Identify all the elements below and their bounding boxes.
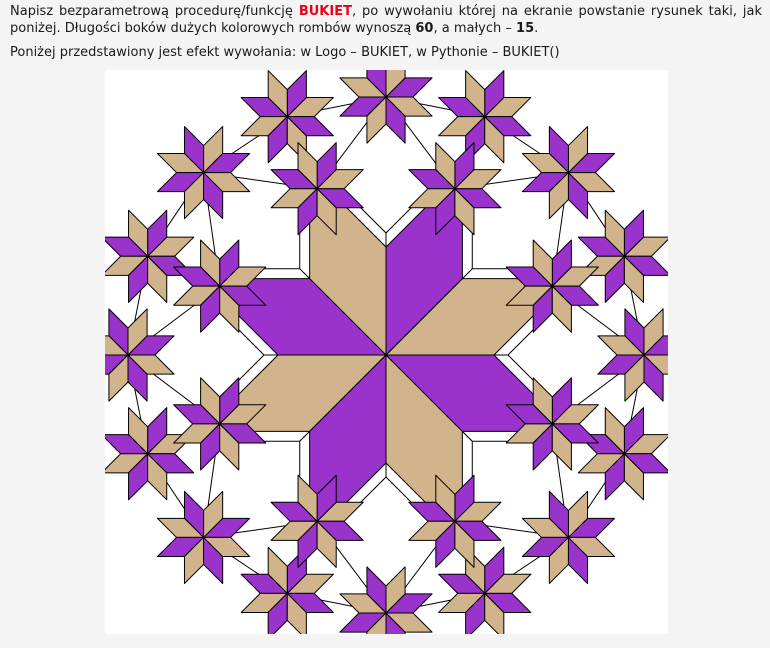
procedure-name: BUKIET [298,4,352,19]
bukiet-figure [105,70,668,634]
small-star-inner-1-rhombus-8 [316,188,364,209]
small-star-outer-12 [577,407,668,501]
small-star-inner-3 [173,377,267,471]
small-star-outer-8 [240,546,334,634]
small-stars [105,70,668,634]
small-star-outer-10 [438,546,532,634]
small-star-outer-3-rhombus-8 [203,172,251,193]
small-star-inner-6 [505,377,599,471]
small-star-outer-9 [339,566,433,634]
small-star-outer-1-rhombus-8 [385,96,433,117]
big-side-value: 60 [415,21,434,36]
small-star-inner-2-rhombus-8 [219,285,267,306]
small-star-outer-11-rhombus-8 [567,536,616,558]
small-star-outer-4 [105,209,195,303]
small-star-outer-16-rhombus-8 [484,116,532,137]
small-star-inner-1 [270,142,364,236]
small-side-value: 15 [516,21,535,36]
small-star-outer-5 [105,308,175,402]
small-star-outer-11 [521,490,616,585]
small-star-outer-6-rhombus-8 [147,453,195,474]
big-star [201,170,571,540]
small-star-inner-8-rhombus-8 [454,188,502,209]
small-star-outer-6 [105,407,195,501]
small-star-outer-13-rhombus-8 [643,354,668,375]
task-description: Napisz bezparametrową procedurę/funkcję … [10,3,762,37]
small-star-inner-2 [173,239,267,333]
task-text-1: Napisz bezparametrową procedurę/funkcję [10,4,299,19]
small-star-outer-12-rhombus-8 [623,453,668,474]
small-star-inner-3-rhombus-8 [219,423,267,444]
task-text-4: . [534,21,539,36]
small-star-inner-8 [408,142,502,236]
task-text-3: , a małych – [433,21,517,36]
small-star-outer-10-rhombus-8 [484,592,532,613]
small-star-inner-7 [505,239,599,333]
small-star-outer-16 [438,70,532,164]
small-star-outer-8-rhombus-8 [286,592,334,613]
small-star-inner-7-rhombus-8 [551,285,599,306]
task-text-2: , po wywołaniu której na ekranie powstan… [10,4,762,36]
small-star-outer-15 [521,125,616,220]
small-star-outer-7-rhombus-8 [203,536,251,558]
small-star-inner-5 [408,474,502,568]
small-star-inner-4-rhombus-8 [316,520,364,541]
small-star-outer-3 [156,125,251,220]
small-star-outer-2 [240,70,334,164]
call-example-text: Poniżej przedstawiony jest efekt wywołan… [10,45,560,60]
small-star-outer-7 [156,490,251,585]
small-star-outer-15-rhombus-8 [567,172,616,193]
big-star [176,145,596,565]
small-star-outer-13 [597,308,668,402]
small-star-outer-5-rhombus-8 [127,354,175,375]
small-star-inner-4 [270,474,364,568]
small-star-outer-9-rhombus-8 [385,612,433,633]
small-star-outer-14-rhombus-8 [623,255,668,276]
small-star-outer-1 [339,70,433,144]
small-star-outer-14 [577,209,668,303]
small-star-inner-6-rhombus-8 [551,423,599,444]
small-star-inner-5-rhombus-8 [454,520,502,541]
bukiet-drawing [105,70,668,634]
small-star-outer-2-rhombus-8 [286,116,334,137]
